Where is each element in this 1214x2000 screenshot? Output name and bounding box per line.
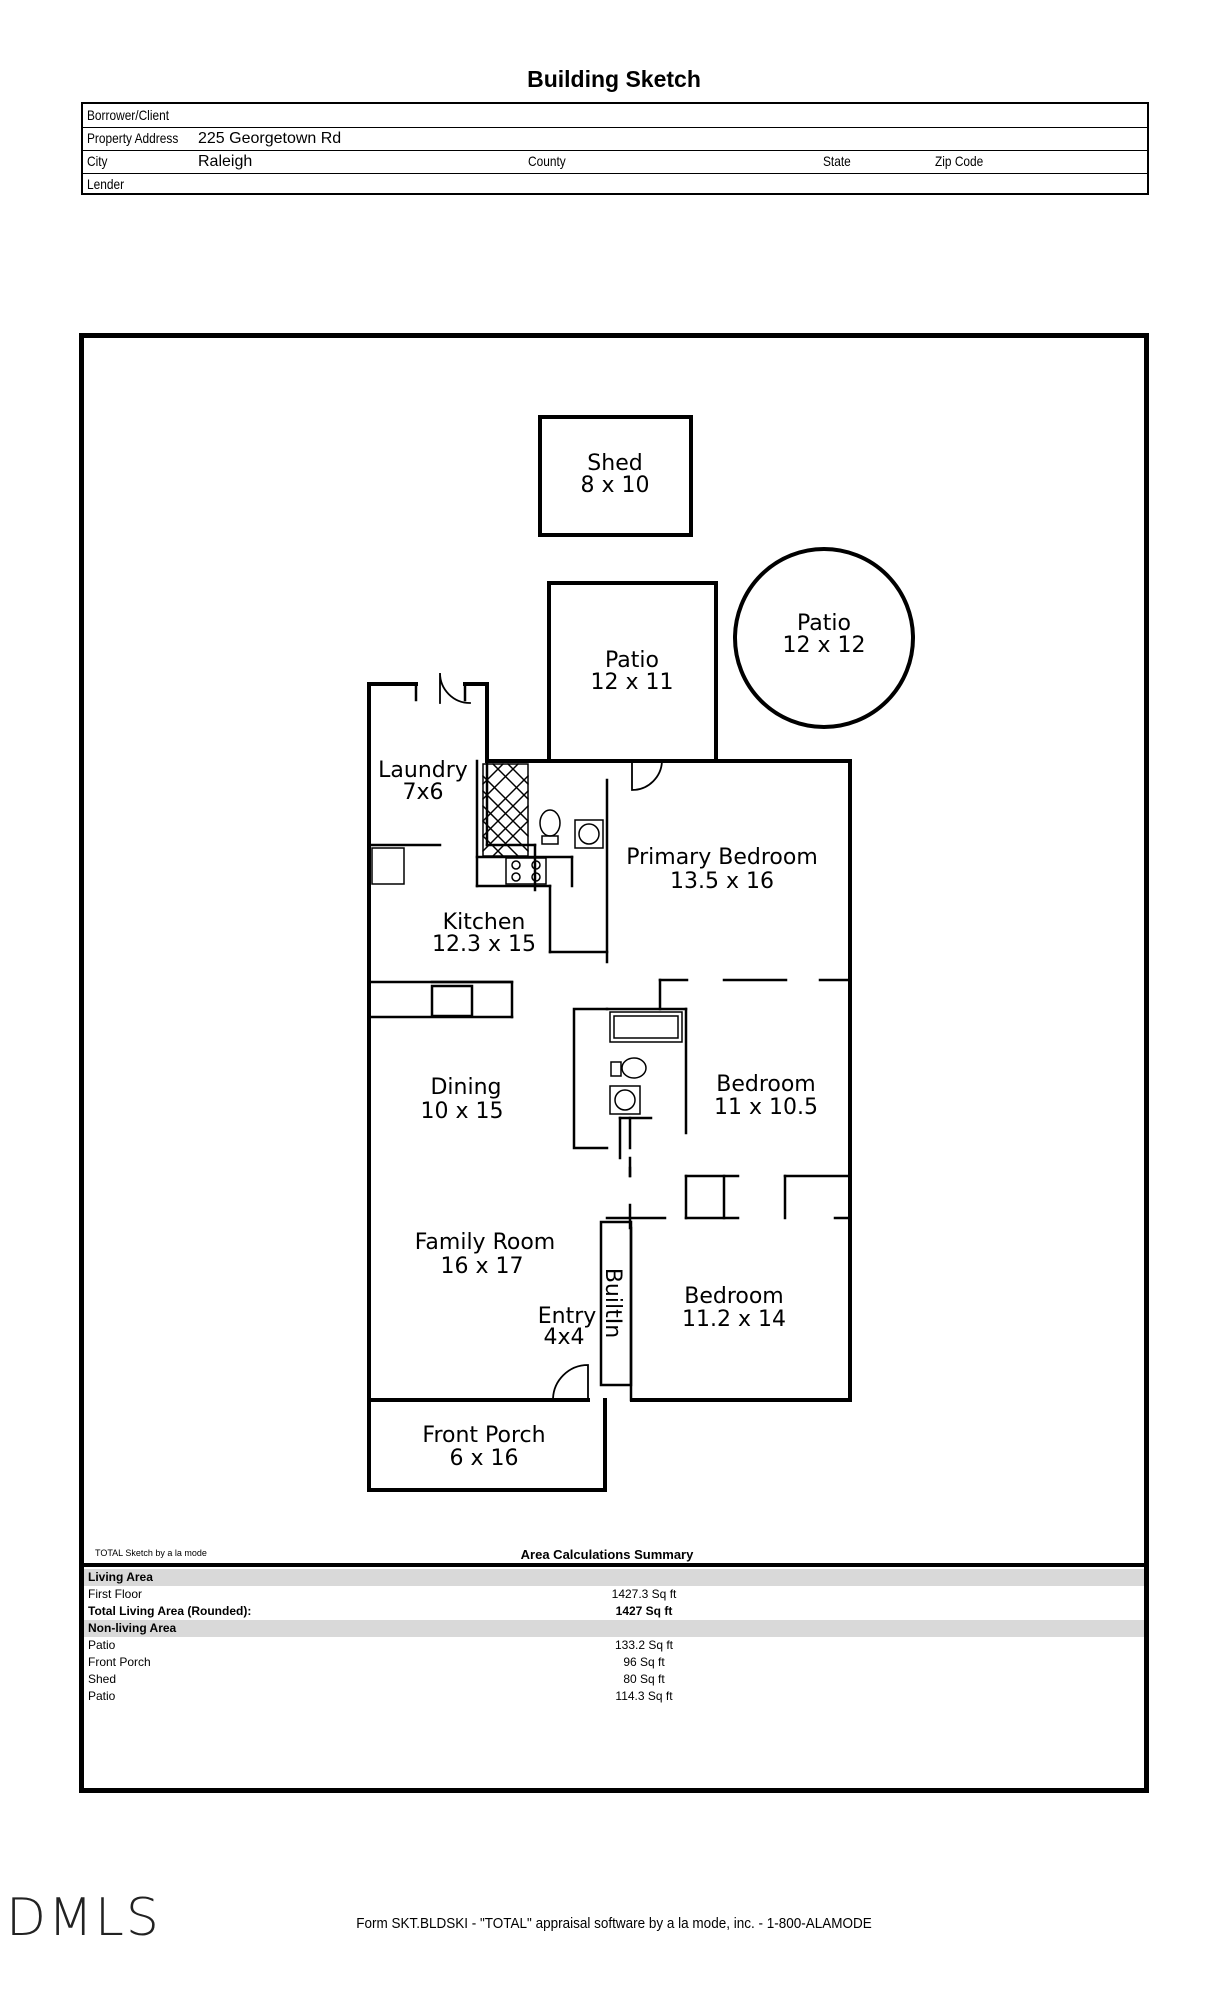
room-label-bedroom-2: Bedroom: [684, 1284, 784, 1309]
laundry-walls: [367, 682, 537, 892]
lender-row: Lender: [83, 173, 1147, 196]
house-outer-walls: [367, 682, 852, 1402]
nonliving-value: 80 Sq ft: [623, 1672, 665, 1686]
lender-label: Lender: [87, 176, 125, 192]
nonliving-label: Patio: [88, 1638, 116, 1652]
nonliving-value: 133.2 Sq ft: [614, 1638, 674, 1652]
living-area-header-text: Living Area: [88, 1570, 153, 1584]
summary-divider: [79, 1563, 1149, 1567]
bath-fixtures: [609, 1011, 683, 1115]
borrower-label: Borrower/Client: [87, 107, 170, 123]
room-label-family-room: Family Room: [415, 1230, 555, 1255]
page-title: Building Sketch: [527, 66, 701, 92]
fridge-fixture: [371, 847, 405, 885]
city-row: City Raleigh County State Zip Code: [83, 150, 1147, 174]
nonliving-area-header-text: Non-living Area: [88, 1621, 177, 1635]
room-size-laundry: 7x6: [402, 780, 443, 805]
front-porch-outline: [367, 1398, 607, 1492]
total-living-value: 1427 Sq ft: [615, 1604, 673, 1618]
nonliving-row: Patio 114.3 Sq ft: [84, 1688, 1144, 1705]
room-size-dining: 10 x 15: [421, 1099, 504, 1124]
address-value: 225 Georgetown Rd: [198, 130, 342, 147]
room-label-kitchen: Kitchen: [443, 910, 526, 935]
borrower-row: Borrower/Client: [83, 104, 1147, 128]
nonliving-area-header: Non-living Area: [84, 1620, 1144, 1637]
area-summary: Living Area First Floor 1427.3 Sq ft Tot…: [84, 1569, 1144, 1705]
room-size-rear-patio: 12 x 11: [591, 670, 674, 695]
round-patio-outline: [733, 547, 915, 729]
rear-patio-outline: [547, 581, 718, 763]
first-floor-value: 1427.3 Sq ft: [611, 1587, 677, 1601]
builtin-label: BuiltIn: [600, 1268, 625, 1338]
total-living-label: Total Living Area (Rounded):: [88, 1604, 252, 1618]
room-label-shed: Shed: [587, 451, 642, 476]
sketch-frame: [79, 333, 1149, 1793]
nonliving-label: Front Porch: [88, 1655, 151, 1669]
room-label-dining: Dining: [430, 1075, 501, 1100]
room-label-rear-patio: Patio: [605, 648, 659, 673]
total-living-row: Total Living Area (Rounded): 1427 Sq ft: [84, 1603, 1144, 1620]
room-size-bedroom-1: 11 x 10.5: [714, 1095, 818, 1120]
room-size-shed: 8 x 10: [581, 473, 650, 498]
room-label-bedroom-1: Bedroom: [716, 1072, 816, 1097]
room-size-front-porch: 6 x 16: [450, 1446, 519, 1471]
room-label-round-patio: Patio: [797, 611, 851, 636]
room-size-primary-bedroom: 13.5 x 16: [670, 869, 774, 894]
room-size-kitchen: 12.3 x 15: [432, 932, 536, 957]
laundry-fixture: [481, 762, 530, 858]
property-info-table: Borrower/Client Property Address 225 Geo…: [81, 102, 1149, 195]
room-size-round-patio: 12 x 12: [783, 633, 866, 658]
room-label-primary-bedroom: Primary Bedroom: [626, 845, 818, 870]
nonliving-label: Patio: [88, 1689, 116, 1703]
stove-fixture: [505, 857, 547, 885]
form-footer: Form SKT.BLDSKI - "TOTAL" appraisal soft…: [356, 1915, 872, 1932]
nonliving-row: Front Porch 96 Sq ft: [84, 1654, 1144, 1671]
nonliving-value: 96 Sq ft: [623, 1655, 665, 1669]
city-value: Raleigh: [198, 153, 253, 170]
room-label-laundry: Laundry: [378, 758, 468, 783]
nonliving-row: Shed 80 Sq ft: [84, 1671, 1144, 1688]
city-label: City: [87, 153, 108, 169]
zip-label: Zip Code: [935, 153, 984, 169]
sketch-note: TOTAL Sketch by a la mode: [95, 1548, 207, 1558]
room-size-family-room: 16 x 17: [441, 1254, 524, 1279]
room-label-entry: Entry: [538, 1304, 597, 1329]
nonliving-value: 114.3 Sq ft: [615, 1689, 673, 1703]
room-size-bedroom-2: 11.2 x 14: [682, 1307, 786, 1332]
living-area-header: Living Area: [84, 1569, 1144, 1586]
floor-plan: Shed 8 x 10 Patio 12 x 12 Patio 12 x 11 …: [367, 415, 915, 1492]
room-label-front-porch: Front Porch: [422, 1423, 545, 1448]
nonliving-row: Patio 133.2 Sq ft: [84, 1637, 1144, 1654]
first-floor-row: First Floor 1427.3 Sq ft: [84, 1586, 1144, 1603]
first-floor-label: First Floor: [88, 1587, 142, 1601]
summary-title: Area Calculations Summary: [520, 1547, 694, 1562]
address-label: Property Address: [87, 130, 179, 146]
dmls-logo: DMLS: [6, 1888, 161, 1948]
state-label: State: [823, 153, 851, 169]
nonliving-label: Shed: [88, 1672, 117, 1686]
half-bath-fixtures: [539, 809, 604, 849]
county-label: County: [528, 153, 566, 169]
interior-walls: [367, 759, 852, 1402]
door-swings: [439, 672, 663, 1401]
shed-outline: [538, 415, 693, 537]
address-row: Property Address 225 Georgetown Rd: [83, 127, 1147, 151]
room-size-entry: 4x4: [543, 1325, 584, 1350]
